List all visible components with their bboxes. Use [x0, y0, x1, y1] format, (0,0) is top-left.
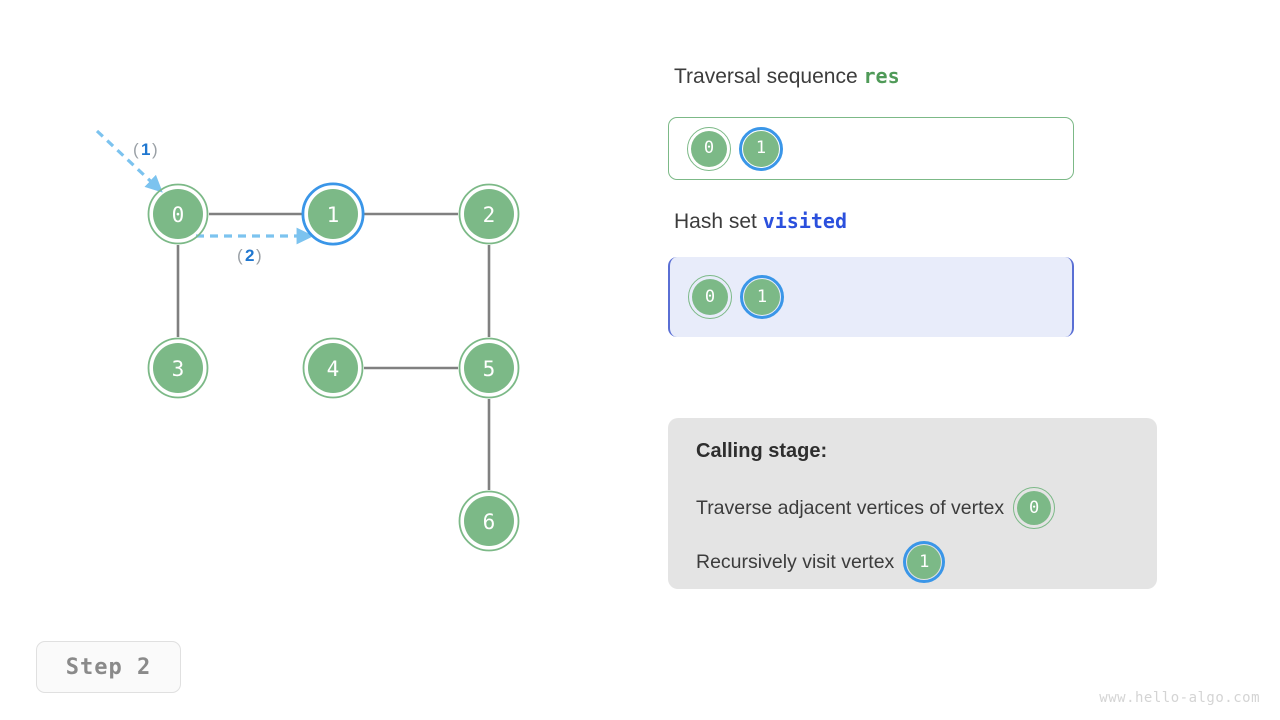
graph-node-0[interactable]: 0: [147, 183, 209, 245]
res-heading-text: Traversal sequence: [674, 65, 864, 88]
calling-stage-row-1-badge-label: 1: [919, 551, 930, 572]
graph-node-3-disc: [153, 343, 203, 393]
arrow-step-2-number: 2: [245, 246, 254, 265]
graph-node-5-disc: [464, 343, 514, 393]
calling-stage-row-1-text: Recursively visit vertex: [696, 550, 895, 573]
graph-node-1[interactable]: 1: [301, 182, 365, 246]
graph-node-1-gap: [304, 185, 362, 243]
calling-stage-row-1: Recursively visit vertex 1: [696, 541, 1131, 583]
graph-node-6[interactable]: 6: [458, 490, 520, 552]
entry-arrow: [95, 129, 163, 193]
graph-node-1-disc: [308, 189, 358, 239]
calling-stage-row-0-text: Traverse adjacent vertices of vertex: [696, 496, 1005, 519]
watermark: www.hello-algo.com: [1099, 690, 1260, 706]
visited-token-1-label: 1: [756, 286, 768, 307]
graph-node-4-label: 4: [327, 357, 340, 381]
arrow-step-1-close: ): [152, 140, 158, 159]
calling-stage-row-1-badge[interactable]: 1: [903, 541, 946, 583]
graph-panel: 0 1 2 3 4 5 6: [95, 129, 520, 552]
graph-node-2[interactable]: 2: [458, 183, 520, 245]
graph-node-4[interactable]: 4: [302, 337, 364, 399]
graph-node-4-disc: [308, 343, 358, 393]
res-section-heading: Traversal sequence res: [674, 64, 900, 89]
res-token-1-ring: [739, 126, 783, 171]
arrow-step-2-open: (: [237, 246, 243, 265]
step-badge-label: Step 2: [65, 654, 152, 680]
visited-token-1[interactable]: 1: [740, 275, 784, 319]
graph-node-0-disc: [153, 189, 203, 239]
visited-token-0-label: 0: [704, 286, 716, 307]
graph-node-5-ring: [458, 337, 520, 399]
graph-node-3-ring: [147, 337, 209, 399]
calling-stage-row-0-badge-disc: [1017, 491, 1052, 525]
visited-heading-text: Hash set: [674, 210, 763, 233]
graph-node-4-ring: [302, 337, 364, 399]
graph-node-6-ring: [458, 490, 520, 552]
visited-heading-code: visited: [762, 209, 848, 233]
arrow-step-label-1: ( 1 ): [133, 140, 158, 159]
calling-stage-card: Calling stage: Traverse adjacent vertice…: [668, 418, 1157, 589]
res-token-0-label: 0: [703, 138, 715, 158]
graph-node-1-ring: [301, 182, 365, 246]
calling-stage-row-0: Traverse adjacent vertices of vertex 0: [696, 487, 1131, 529]
res-token-1-label: 1: [755, 138, 767, 158]
arrow-step-label-2: ( 2 ): [237, 246, 262, 265]
res-token-0-ring: [687, 126, 731, 171]
res-token-0[interactable]: 0: [687, 126, 731, 171]
calling-stage-title: Calling stage:: [696, 440, 828, 462]
res-token-1-disc: [743, 130, 779, 167]
visited-token-0-disc: [692, 279, 728, 315]
visited-token-0-ring: [688, 275, 732, 319]
right-panel: Traversal sequence res 0 1 Hash set visi…: [668, 0, 1280, 720]
visited-token-0[interactable]: 0: [688, 275, 732, 319]
calling-stage-row-1-badge-ring: [903, 541, 946, 583]
graph-node-6-label: 6: [483, 510, 496, 534]
graph-node-2-disc: [464, 189, 514, 239]
arrow-step-2-close: ): [256, 246, 262, 265]
graph-node-5-label: 5: [483, 357, 496, 381]
res-value-box: 0 1: [668, 117, 1074, 180]
graph-node-6-disc: [464, 496, 514, 546]
arrow-step-1-open: (: [133, 140, 139, 159]
calling-stage-row-1-badge-disc: [907, 545, 942, 579]
graph-node-0-ring: [147, 183, 209, 245]
calling-stage-row-0-badge[interactable]: 0: [1013, 487, 1056, 529]
graph-node-3[interactable]: 3: [147, 337, 209, 399]
calling-stage-row-0-badge-ring: [1013, 487, 1056, 529]
graph-node-2-label: 2: [483, 203, 496, 227]
graph-node-2-ring: [458, 183, 520, 245]
graph-node-0-label: 0: [172, 203, 185, 227]
graph-node-1-label: 1: [327, 203, 340, 227]
visited-token-1-disc: [744, 279, 780, 315]
graph-node-3-label: 3: [172, 357, 185, 381]
step-badge: Step 2: [36, 641, 181, 693]
visited-section-heading: Hash set visited: [674, 209, 847, 234]
res-token-1[interactable]: 1: [739, 126, 783, 171]
res-token-0-disc: [691, 130, 727, 167]
res-heading-code: res: [863, 64, 900, 88]
calling-stage-row-0-badge-label: 0: [1029, 497, 1040, 518]
visited-value-box: 0 1: [668, 257, 1074, 337]
visited-token-1-ring: [740, 275, 784, 319]
graph-arrows: [95, 129, 314, 245]
graph-node-5[interactable]: 5: [458, 337, 520, 399]
arrow-step-1-number: 1: [141, 140, 150, 159]
graph-canvas: 0 1 2 3 4 5 6: [95, 129, 520, 552]
graph-edges: [176, 212, 491, 490]
